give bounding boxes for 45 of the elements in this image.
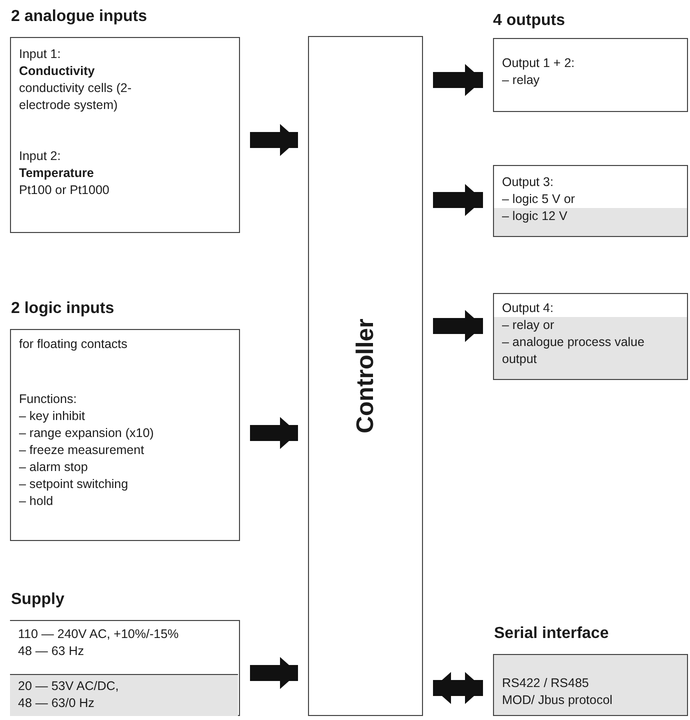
box-text: Functions: xyxy=(18,391,78,408)
controller-label: Controller xyxy=(352,318,380,434)
box-text: Output 4: xyxy=(501,300,554,317)
group-heading: 2 logic inputs xyxy=(11,300,114,318)
box-text: Output 3: xyxy=(501,174,554,191)
box-text: Temperature xyxy=(18,165,95,182)
block-box xyxy=(493,165,688,237)
box-text: 20 — 53V AC/DC, xyxy=(17,678,120,695)
block-arrow xyxy=(250,417,298,449)
block-box xyxy=(493,293,688,380)
box-text: – relay xyxy=(501,72,541,89)
box-text: – relay or xyxy=(494,317,687,334)
group-heading: Supply xyxy=(11,591,64,609)
box-text: MOD/ Jbus protocol xyxy=(501,692,614,709)
block-arrow xyxy=(433,310,483,342)
box-text: conductivity cells (2-electrode system) xyxy=(18,80,133,114)
box-text: – alarm stop xyxy=(18,459,89,476)
box-text: – logic 12 V xyxy=(494,208,687,225)
box-text: 48 — 63/0 Hz xyxy=(17,695,96,712)
box-text: Input 2: xyxy=(18,148,62,165)
block-arrow xyxy=(250,124,298,156)
box-text: – setpoint switching xyxy=(18,476,130,493)
box-text: for floating contacts xyxy=(18,336,128,353)
block-arrow xyxy=(433,184,483,216)
box-text: 48 — 63 Hz xyxy=(17,643,86,660)
block-box xyxy=(493,38,688,112)
controller-box xyxy=(308,36,423,716)
box-text: – range expansion (x10) xyxy=(18,425,155,442)
block-arrow xyxy=(250,657,298,689)
box-text: Output 1 + 2: xyxy=(501,55,576,72)
box-text: – freeze measurement xyxy=(18,442,146,459)
box-text: – key inhibit xyxy=(18,408,86,425)
box-text: – logic 5 V or xyxy=(501,191,576,208)
box-text: – hold xyxy=(18,493,54,510)
box-text: Conductivity xyxy=(18,63,96,80)
group-heading: 2 analogue inputs xyxy=(11,8,148,26)
group-heading: Serial interface xyxy=(494,625,609,643)
box-text: 110 — 240V AC, +10%/-15% xyxy=(17,626,180,643)
group-heading: 4 outputs xyxy=(493,12,565,30)
box-text: Pt100 or Pt1000 xyxy=(18,182,110,199)
block-arrow xyxy=(433,64,483,96)
box-text: Input 1: xyxy=(18,46,62,63)
box-text: RS422 / RS485 xyxy=(501,675,590,692)
block-arrow xyxy=(433,672,483,704)
block-box xyxy=(10,674,238,716)
